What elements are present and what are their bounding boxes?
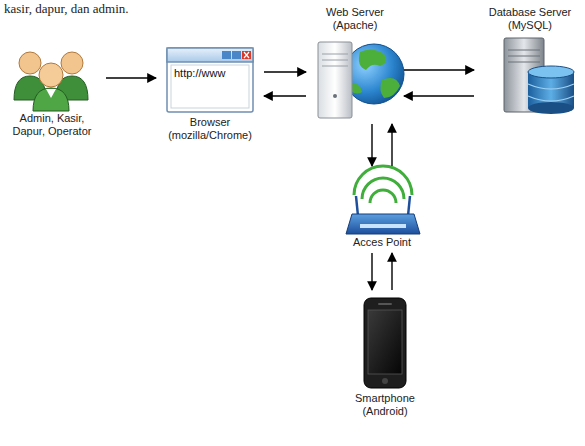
node-caption: Admin, Kasir, Dapur, Operator: [4, 112, 100, 138]
icon-area: http://www: [160, 42, 260, 116]
node-caption: Web Server (Apache): [316, 6, 394, 32]
web-server-node: Web Server (Apache): [310, 6, 400, 120]
icon-area: [2, 48, 102, 112]
arrow-connector: [404, 95, 474, 96]
database-server-icon: [504, 38, 574, 114]
node-caption: Database Server (MySQL): [480, 6, 580, 32]
users-icon: [14, 52, 88, 111]
node-caption: Acces Point: [334, 236, 430, 249]
arrow-connector: [371, 253, 372, 290]
arrow-connector: [404, 69, 474, 70]
node-caption: Browser (mozilla/Chrome): [162, 116, 258, 142]
icon-area: [310, 32, 400, 120]
users-node: Admin, Kasir, Dapur, Operator: [2, 48, 102, 138]
browser-node: http://wwwBrowser (mozilla/Chrome): [160, 42, 260, 142]
access-point-icon: [346, 166, 420, 234]
url-text: http://www: [174, 67, 225, 80]
access-point-node: Acces Point: [332, 170, 432, 249]
arrow-connector: [391, 253, 392, 290]
smartphone-icon: [364, 298, 406, 388]
heading-fragment: kasir, dapur, dan admin.: [4, 1, 129, 17]
arrow-connector: [264, 71, 306, 72]
icon-area: [340, 294, 430, 392]
node-caption: Smartphone (Android): [345, 392, 425, 418]
arrow-connector: [106, 77, 156, 78]
arrow-connector: [371, 124, 372, 166]
database-server-node: Database Server (MySQL): [478, 6, 582, 112]
arrow-connector: [391, 124, 392, 166]
icon-area: [478, 32, 582, 112]
arrow-connector: [264, 95, 306, 96]
icon-area: [332, 170, 432, 236]
smartphone-node: Smartphone (Android): [340, 294, 430, 418]
web-server-icon: [318, 42, 404, 118]
browser-window: [167, 48, 253, 112]
